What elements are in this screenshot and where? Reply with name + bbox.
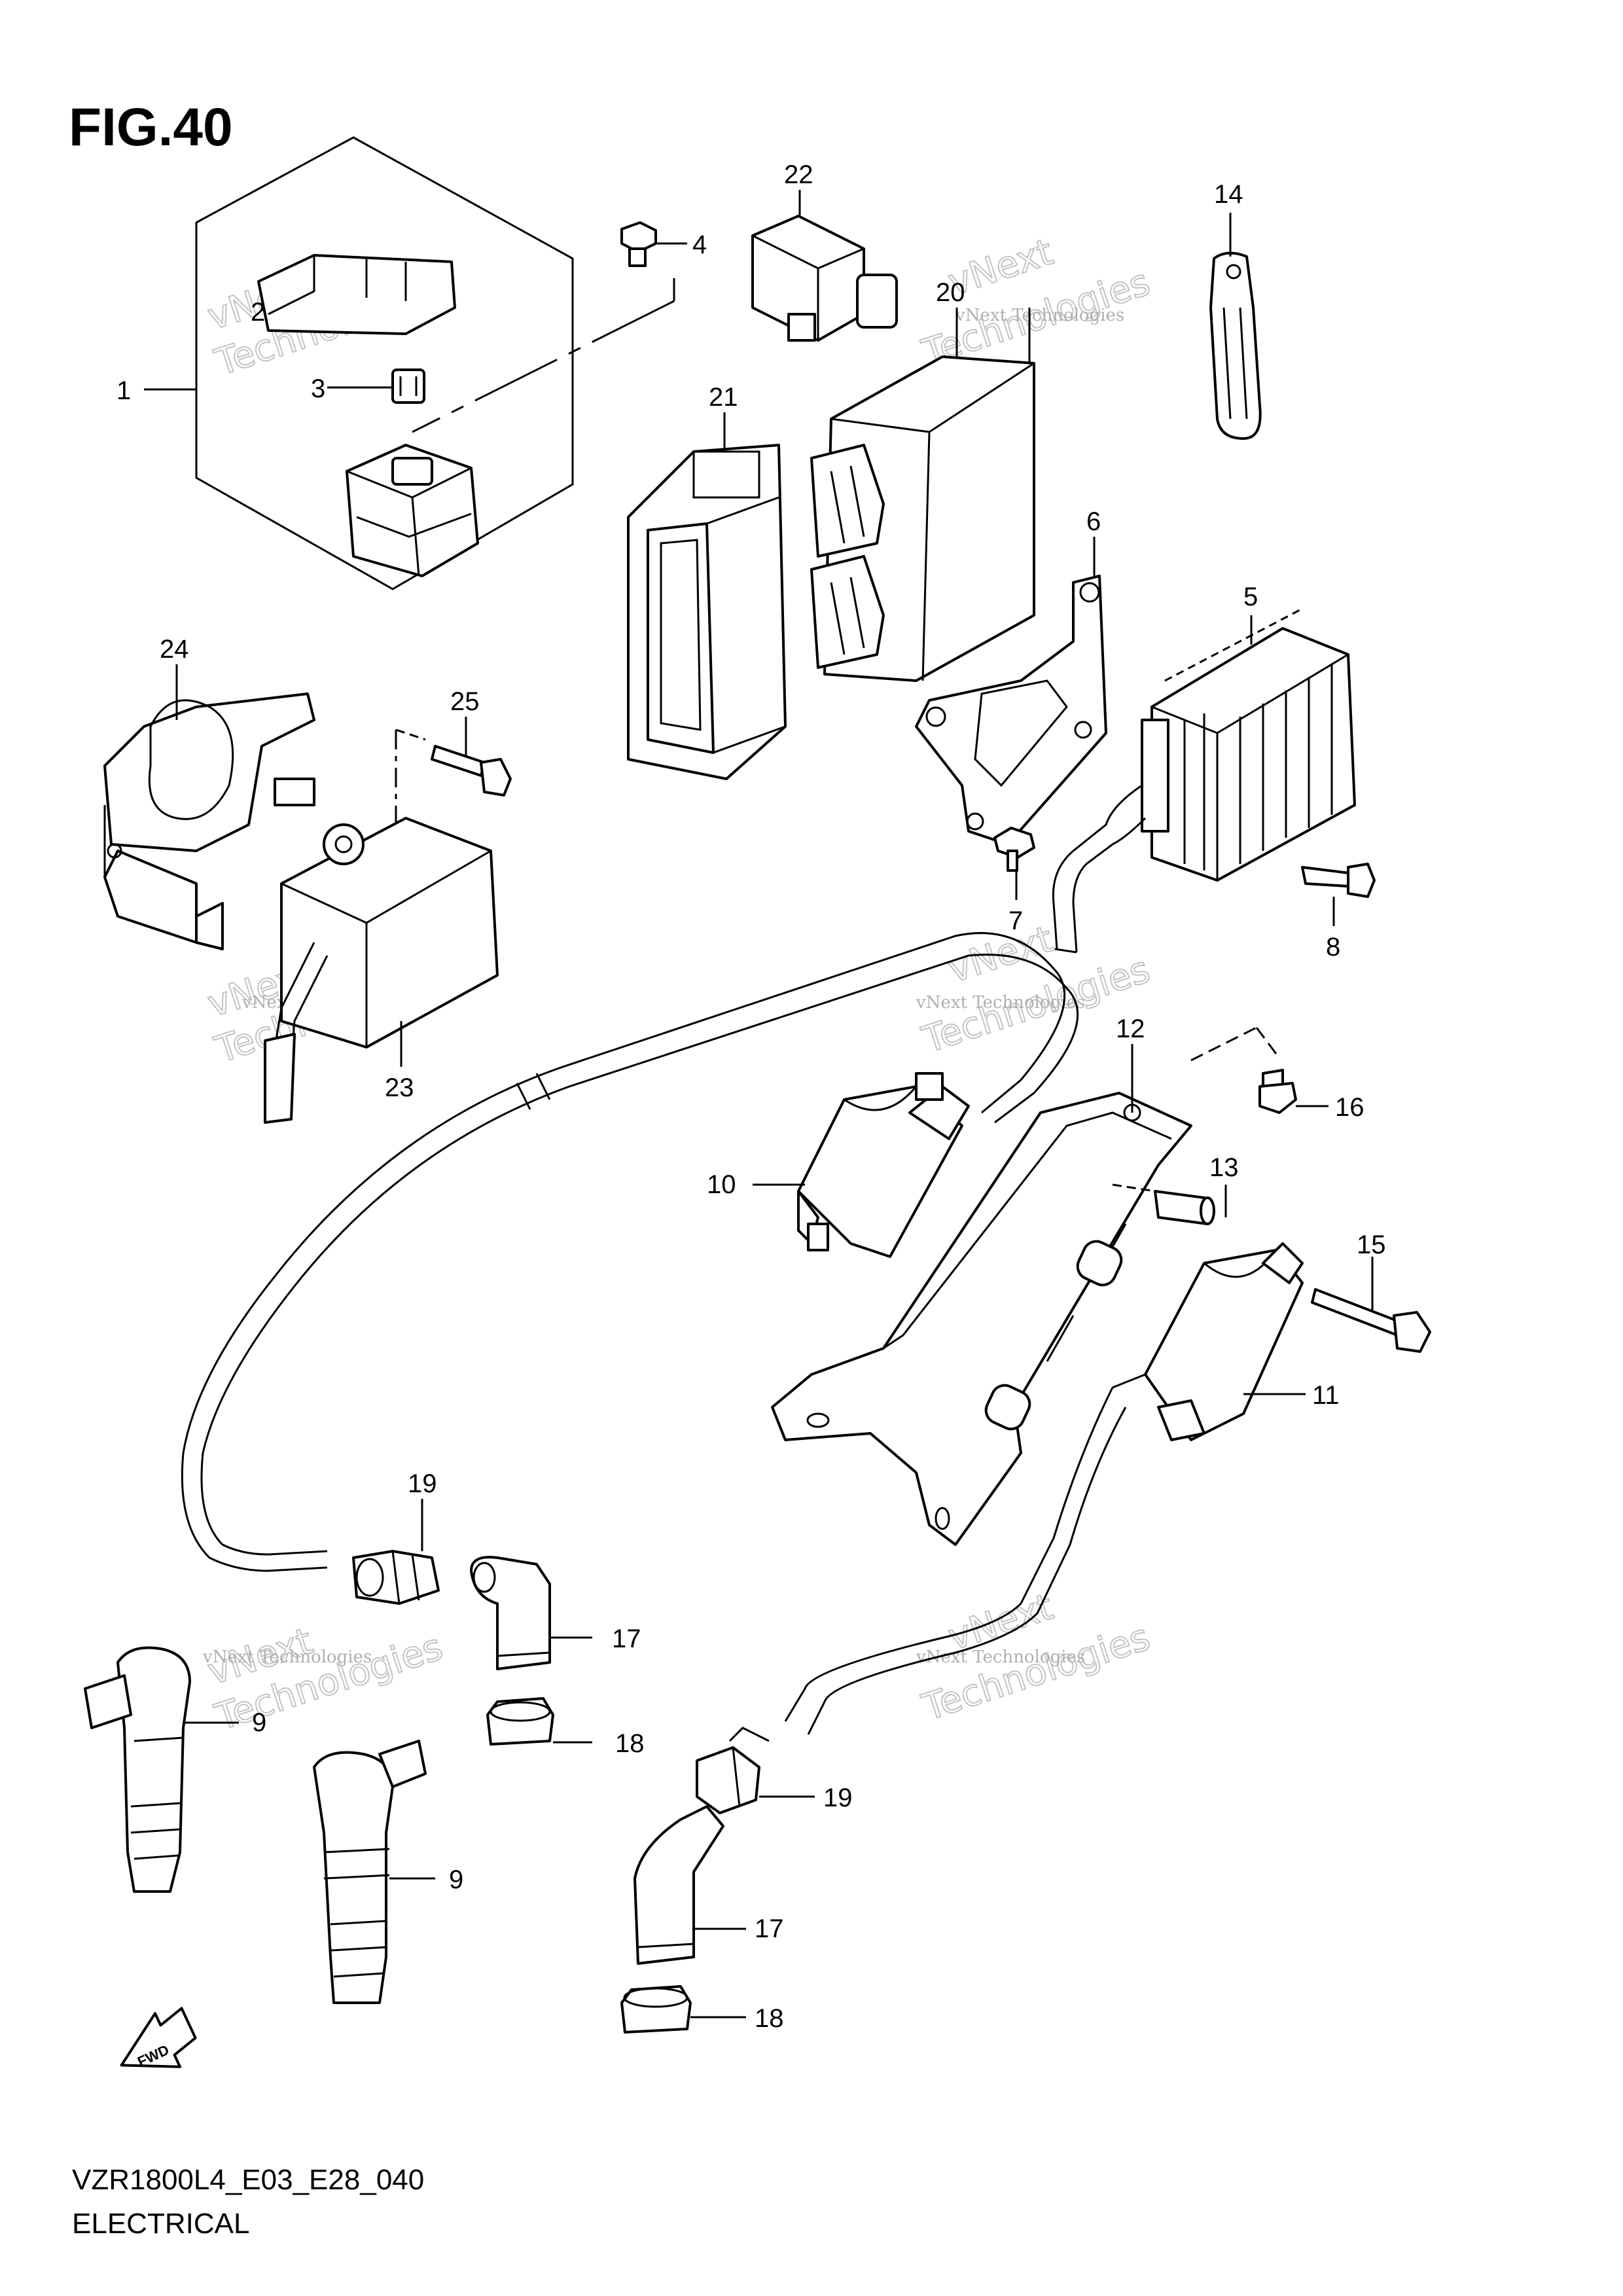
callout-5: 5 — [1243, 583, 1258, 611]
holder-24 — [103, 692, 315, 950]
callout-11: 11 — [1312, 1381, 1340, 1410]
callout-8: 8 — [1326, 933, 1340, 961]
bolt-15 — [1311, 1288, 1431, 1353]
relay-cover — [257, 254, 456, 335]
bolt-7 — [993, 827, 1035, 872]
callout-9b: 9 — [449, 1865, 463, 1894]
ecm-unit — [810, 355, 1035, 682]
seal-18-lower — [620, 1985, 692, 2034]
bracket-6 — [915, 575, 1107, 846]
screw-4 — [620, 221, 657, 267]
callout-18a: 18 — [615, 1729, 645, 1758]
callout-24: 24 — [160, 635, 189, 664]
callout-7: 7 — [1008, 906, 1023, 935]
callout-2: 2 — [251, 298, 265, 327]
ignition-coil-10 — [797, 1072, 970, 1258]
callout-21: 21 — [709, 383, 738, 412]
callout-25: 25 — [450, 687, 480, 716]
watermark-text: vNext Technologies — [916, 1647, 1085, 1667]
callout-18b: 18 — [755, 2004, 784, 2033]
model-code: VZR1800L4_E03_E28_040 — [72, 2164, 424, 2196]
watermark-text: vNext Technologies — [955, 306, 1124, 325]
starter-relay — [346, 444, 479, 577]
ecm-holder — [627, 444, 787, 780]
regulator-rectifier — [1052, 607, 1356, 954]
starter-relay-assembly — [195, 136, 675, 590]
seal-19-lower — [696, 1727, 770, 1814]
coil-bracket-12 — [771, 1026, 1277, 1546]
callout-3: 3 — [311, 374, 325, 403]
connector-22 — [751, 215, 898, 342]
plug-coil-9-right — [313, 1740, 427, 2004]
leader-lines — [144, 190, 1374, 2018]
plug-cap-17-upper — [470, 1556, 551, 1670]
forward-direction-marker: FWD — [120, 2007, 197, 2070]
screw-25 — [395, 728, 512, 797]
callout-19b: 19 — [823, 1784, 853, 1812]
plug-cap-17-lower — [633, 1805, 724, 1965]
assembly-outline — [195, 136, 574, 590]
seal-18-upper — [486, 1697, 554, 1746]
section-name: ELECTRICAL — [72, 2208, 249, 2240]
strap-14 — [1209, 251, 1262, 440]
watermark-text: vNext Technologies — [916, 993, 1085, 1013]
figure-title: FIG.40 — [69, 98, 233, 157]
callout-19a: 19 — [408, 1469, 437, 1498]
callout-15: 15 — [1357, 1230, 1386, 1259]
seal-19-upper — [352, 1550, 440, 1605]
callout-12: 12 — [1116, 1014, 1145, 1043]
ignition-coil-11 — [784, 1242, 1304, 1735]
callout-9a: 9 — [252, 1708, 266, 1737]
spacer-13 — [1112, 1183, 1215, 1225]
callout-labels: 1 2 3 4 5 6 7 8 9 9 10 11 12 13 14 15 16… — [116, 160, 1386, 2033]
callout-1: 1 — [116, 376, 131, 405]
bolt-8 — [1301, 863, 1376, 898]
callout-10: 10 — [707, 1170, 736, 1199]
callout-4: 4 — [692, 230, 707, 259]
bolt-16 — [1258, 1069, 1297, 1114]
watermark-text: vNext Technologies — [202, 1647, 372, 1667]
fuse — [391, 368, 425, 404]
callout-16: 16 — [1335, 1093, 1364, 1122]
sensor-23 — [264, 730, 499, 1124]
callout-6: 6 — [1086, 507, 1101, 536]
callout-22: 22 — [784, 160, 813, 189]
callout-20: 20 — [936, 278, 965, 307]
callout-13: 13 — [1209, 1153, 1239, 1182]
callout-14: 14 — [1214, 180, 1243, 209]
callout-17b: 17 — [755, 1914, 784, 1943]
high-tension-cord-left — [181, 932, 1079, 1572]
callout-23: 23 — [385, 1073, 414, 1102]
callout-17a: 17 — [612, 1624, 641, 1653]
plug-coil-9-left — [84, 1646, 191, 1893]
